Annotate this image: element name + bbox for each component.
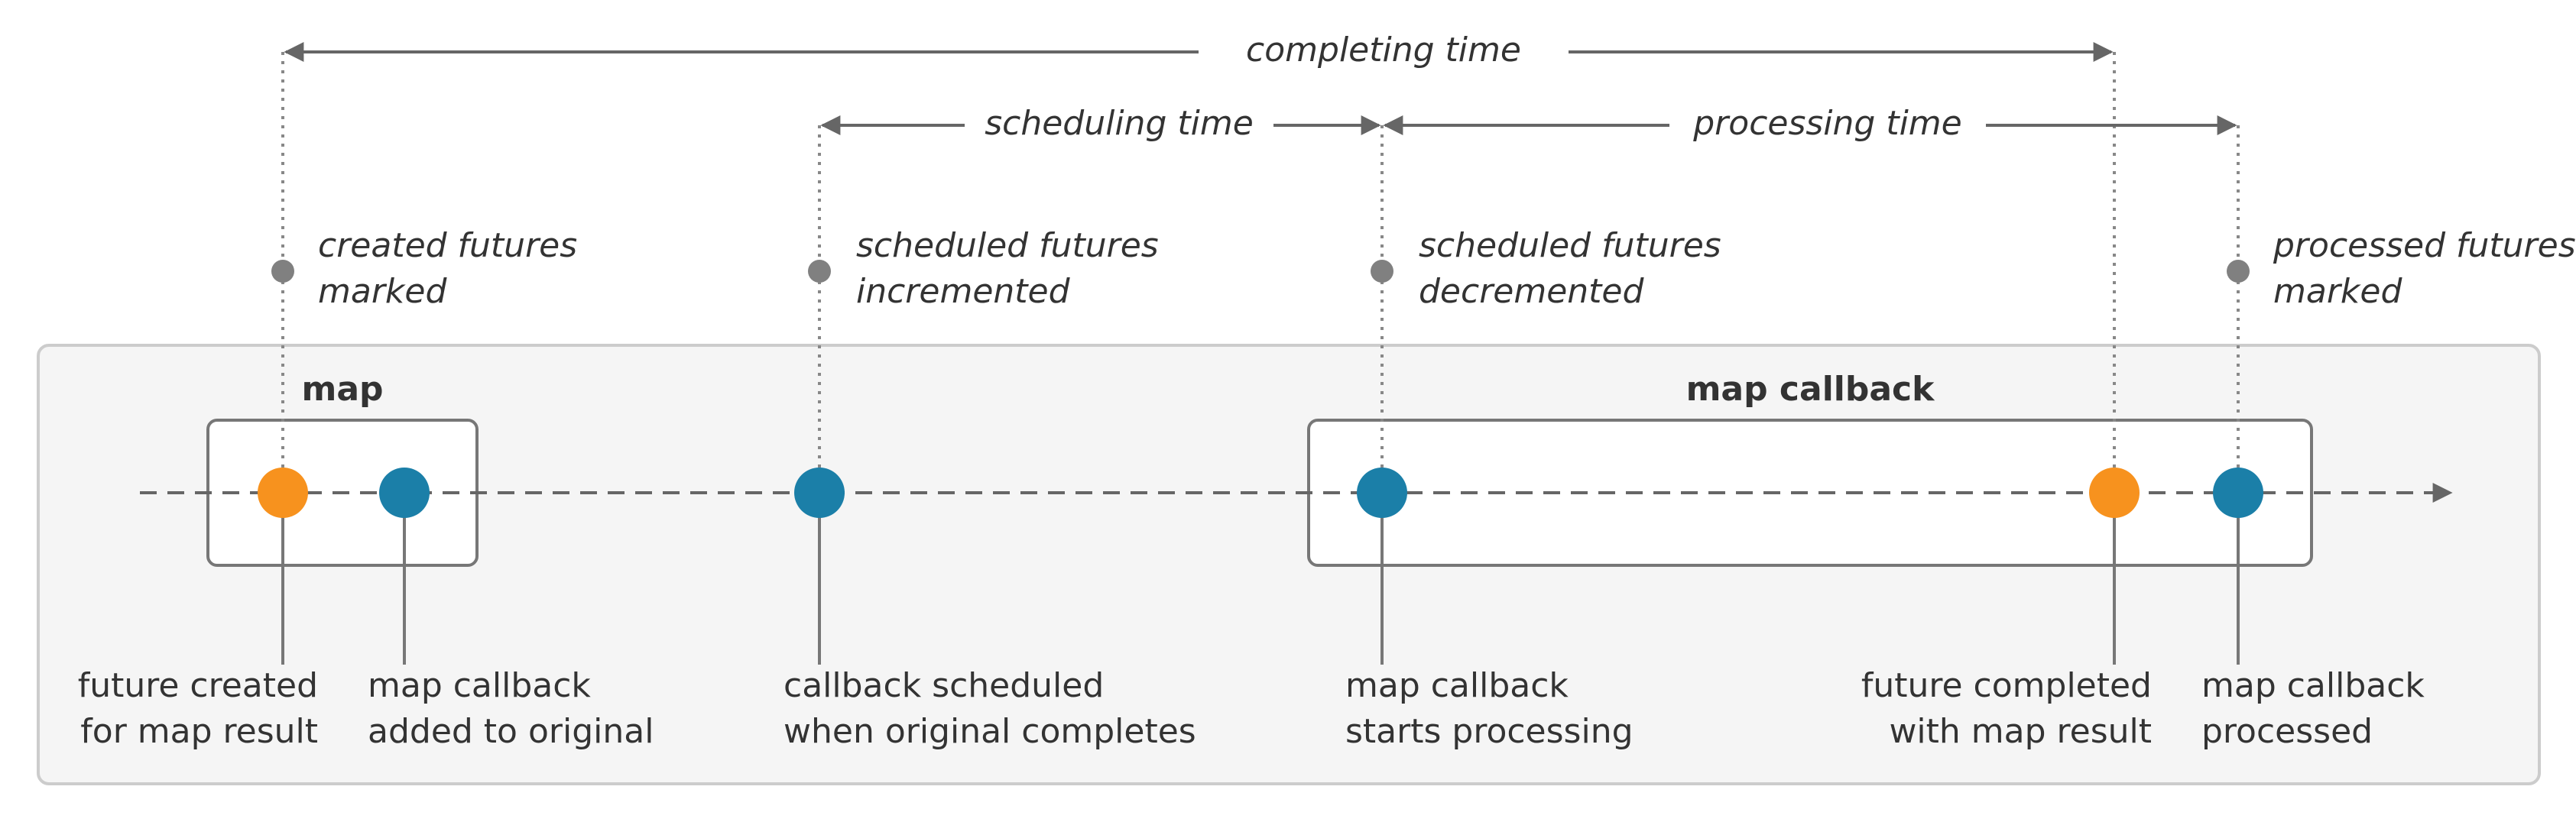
marker-created-line1: created futures xyxy=(318,226,578,265)
event-dots xyxy=(258,468,2263,518)
scheduling-time-text: scheduling time xyxy=(985,104,1254,143)
event-processed-line1: map callback xyxy=(2201,666,2425,705)
marker-label-scheduled-incremented: scheduled futures incremented xyxy=(856,223,1159,315)
event-label-starts-processing: map callback starts processing xyxy=(1345,663,1634,755)
event-callback-added-line1: map callback xyxy=(368,666,591,705)
event-future-completed-line1: future completed xyxy=(1861,666,2152,705)
event-label-callback-scheduled: callback scheduled when original complet… xyxy=(784,663,1196,755)
marker-label-scheduled-decremented: scheduled futures decremented xyxy=(1419,223,1721,315)
marker-label-processed: processed futures marked xyxy=(2273,223,2576,315)
map-callback-group-title: map callback xyxy=(1685,370,1935,409)
marker-dot-created xyxy=(271,260,294,283)
scheduling-time-label: scheduling time xyxy=(965,101,1273,147)
processing-time-text: processing time xyxy=(1693,104,1962,143)
marker-dot-decremented xyxy=(1371,260,1393,283)
event-starts-processing-line2: starts processing xyxy=(1345,712,1634,751)
marker-label-created: created futures marked xyxy=(318,223,577,315)
event-dot-callback-added xyxy=(379,468,430,518)
event-label-future-created: future created for map result xyxy=(76,663,318,755)
event-dot-future-completed xyxy=(2089,468,2140,518)
event-dot-starts-processing xyxy=(1357,468,1407,518)
marker-processed-line2: marked xyxy=(2273,272,2402,311)
marker-dots xyxy=(271,260,2250,283)
event-starts-processing-line1: map callback xyxy=(1345,666,1569,705)
marker-incremented-line2: incremented xyxy=(856,272,1070,311)
event-label-callback-added: map callback added to original xyxy=(368,663,654,755)
event-dot-future-created xyxy=(258,468,308,518)
marker-decremented-line2: decremented xyxy=(1419,272,1644,311)
event-label-processed: map callback processed xyxy=(2201,663,2425,755)
event-leaders xyxy=(281,510,2240,665)
event-callback-scheduled-line1: callback scheduled xyxy=(784,666,1105,705)
marker-dot-processed xyxy=(2227,260,2250,283)
marker-processed-line1: processed futures xyxy=(2273,226,2576,265)
event-future-created-line1: future created xyxy=(77,666,318,705)
event-future-created-line2: for map result xyxy=(80,712,318,751)
event-dot-callback-scheduled xyxy=(794,468,845,518)
event-callback-added-line2: added to original xyxy=(368,712,654,751)
marker-dot-scheduled xyxy=(808,260,831,283)
marker-created-line2: marked xyxy=(318,272,447,311)
completing-time-text: completing time xyxy=(1246,31,1521,70)
event-label-future-completed: future completed with map result xyxy=(1827,663,2152,755)
completing-time-label: completing time xyxy=(1199,28,1569,73)
event-processed-line2: processed xyxy=(2201,712,2373,751)
event-dot-processed xyxy=(2213,468,2263,518)
processing-time-label: processing time xyxy=(1669,101,1986,147)
event-callback-scheduled-line2: when original completes xyxy=(784,712,1196,751)
marker-decremented-line1: scheduled futures xyxy=(1419,226,1721,265)
marker-incremented-line1: scheduled futures xyxy=(856,226,1159,265)
event-future-completed-line2: with map result xyxy=(1889,712,2152,751)
map-group-title: map xyxy=(301,370,384,409)
